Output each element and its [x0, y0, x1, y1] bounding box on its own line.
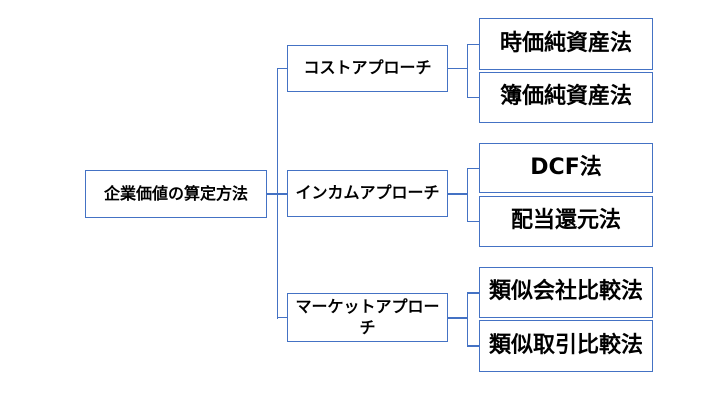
connector-line — [467, 167, 479, 169]
node-market-approach-label: マーケットアプローチ — [295, 296, 440, 337]
connector-line — [466, 292, 468, 347]
node-market-approach: マーケットアプローチ — [287, 293, 448, 342]
connector-line — [448, 193, 467, 195]
node-root: 企業価値の算定方法 — [85, 170, 267, 218]
node-comparable-transaction-method: 類似取引比較法 — [479, 320, 653, 372]
connector-line — [467, 345, 479, 347]
connector-line — [466, 167, 468, 222]
node-income-approach: インカムアプローチ — [287, 170, 448, 217]
leaf-label: DCF法 — [530, 154, 602, 180]
leaf-label: 類似会社比較法 — [488, 279, 643, 305]
node-book-value-net-asset-method: 簿価純資産法 — [479, 72, 653, 123]
connector-line — [276, 67, 278, 319]
node-dcf-method: DCF法 — [479, 143, 653, 193]
node-comparable-company-method: 類似会社比較法 — [479, 267, 653, 318]
node-income-approach-label: インカムアプローチ — [295, 183, 440, 203]
connector-line — [448, 317, 467, 319]
connector-line — [467, 96, 479, 98]
node-cost-approach: コストアプローチ — [287, 45, 448, 92]
node-cost-approach-label: コストアプローチ — [303, 58, 432, 78]
connector-line — [467, 292, 479, 294]
connector-line — [277, 316, 287, 318]
leaf-label: 配当還元法 — [510, 208, 621, 234]
leaf-label: 簿価純資産法 — [499, 84, 632, 110]
node-dividend-discount-method: 配当還元法 — [479, 196, 653, 247]
connector-line — [448, 67, 467, 69]
node-market-value-net-asset-method: 時価純資産法 — [479, 18, 653, 70]
connector-line — [467, 43, 479, 45]
leaf-label: 時価純資産法 — [499, 30, 632, 56]
connector-line — [277, 67, 287, 69]
leaf-label: 類似取引比較法 — [488, 332, 643, 358]
connector-line — [467, 220, 479, 222]
node-root-label: 企業価値の算定方法 — [103, 183, 248, 203]
connector-line — [466, 43, 468, 98]
